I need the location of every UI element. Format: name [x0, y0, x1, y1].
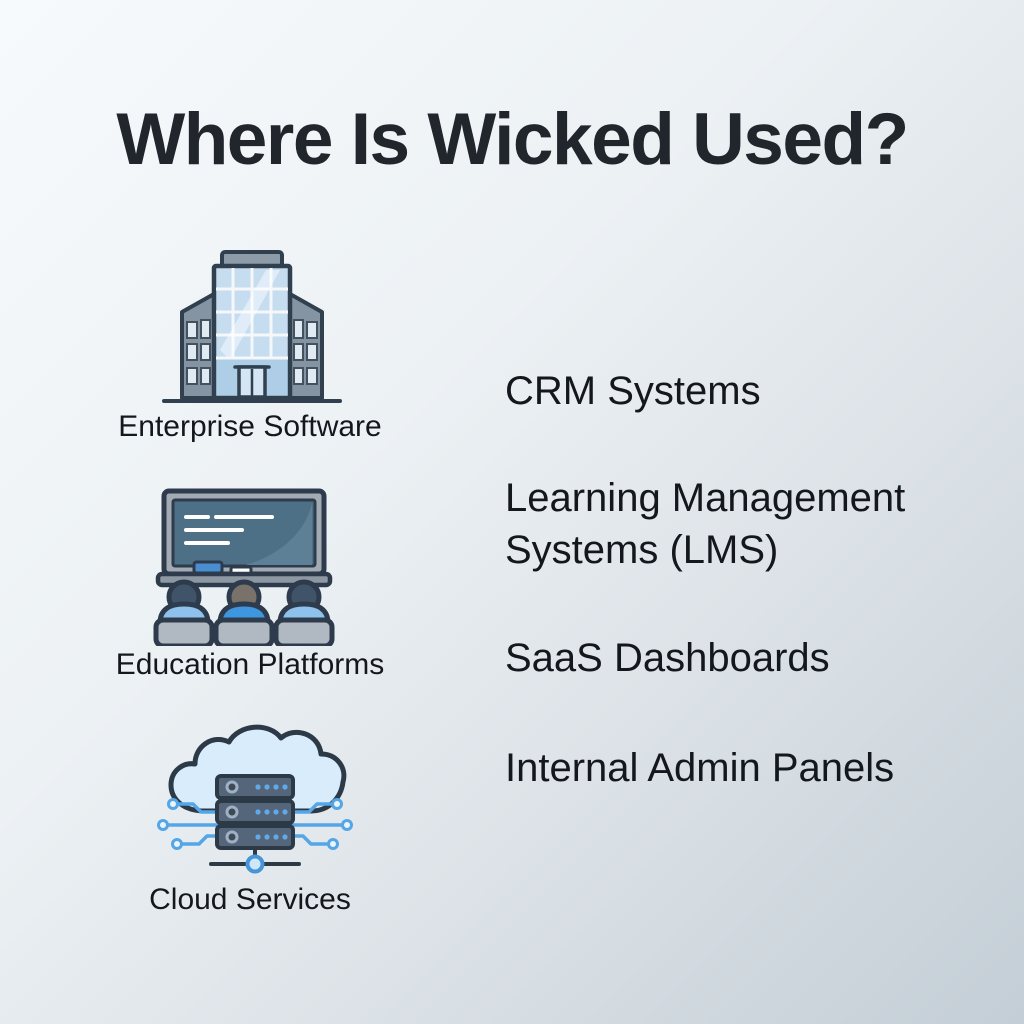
label-cloud-services: Cloud Services — [149, 883, 351, 916]
list-item-internal-admin-panels: Internal Admin Panels — [505, 746, 895, 790]
cloud-server-icon — [157, 724, 353, 874]
label-enterprise-software: Enterprise Software — [118, 410, 382, 443]
classroom-blackboard-icon — [153, 488, 335, 646]
label-education-platforms: Education Platforms — [115, 648, 385, 681]
page-title: Where Is Wicked Used? — [116, 99, 909, 180]
list-item-crm-systems: CRM Systems — [505, 369, 761, 413]
list-item-lms: Learning Management Systems (LMS) — [505, 476, 906, 572]
list-item-saas-dashboards: SaaS Dashboards — [505, 636, 830, 680]
office-building-icon — [162, 250, 342, 403]
